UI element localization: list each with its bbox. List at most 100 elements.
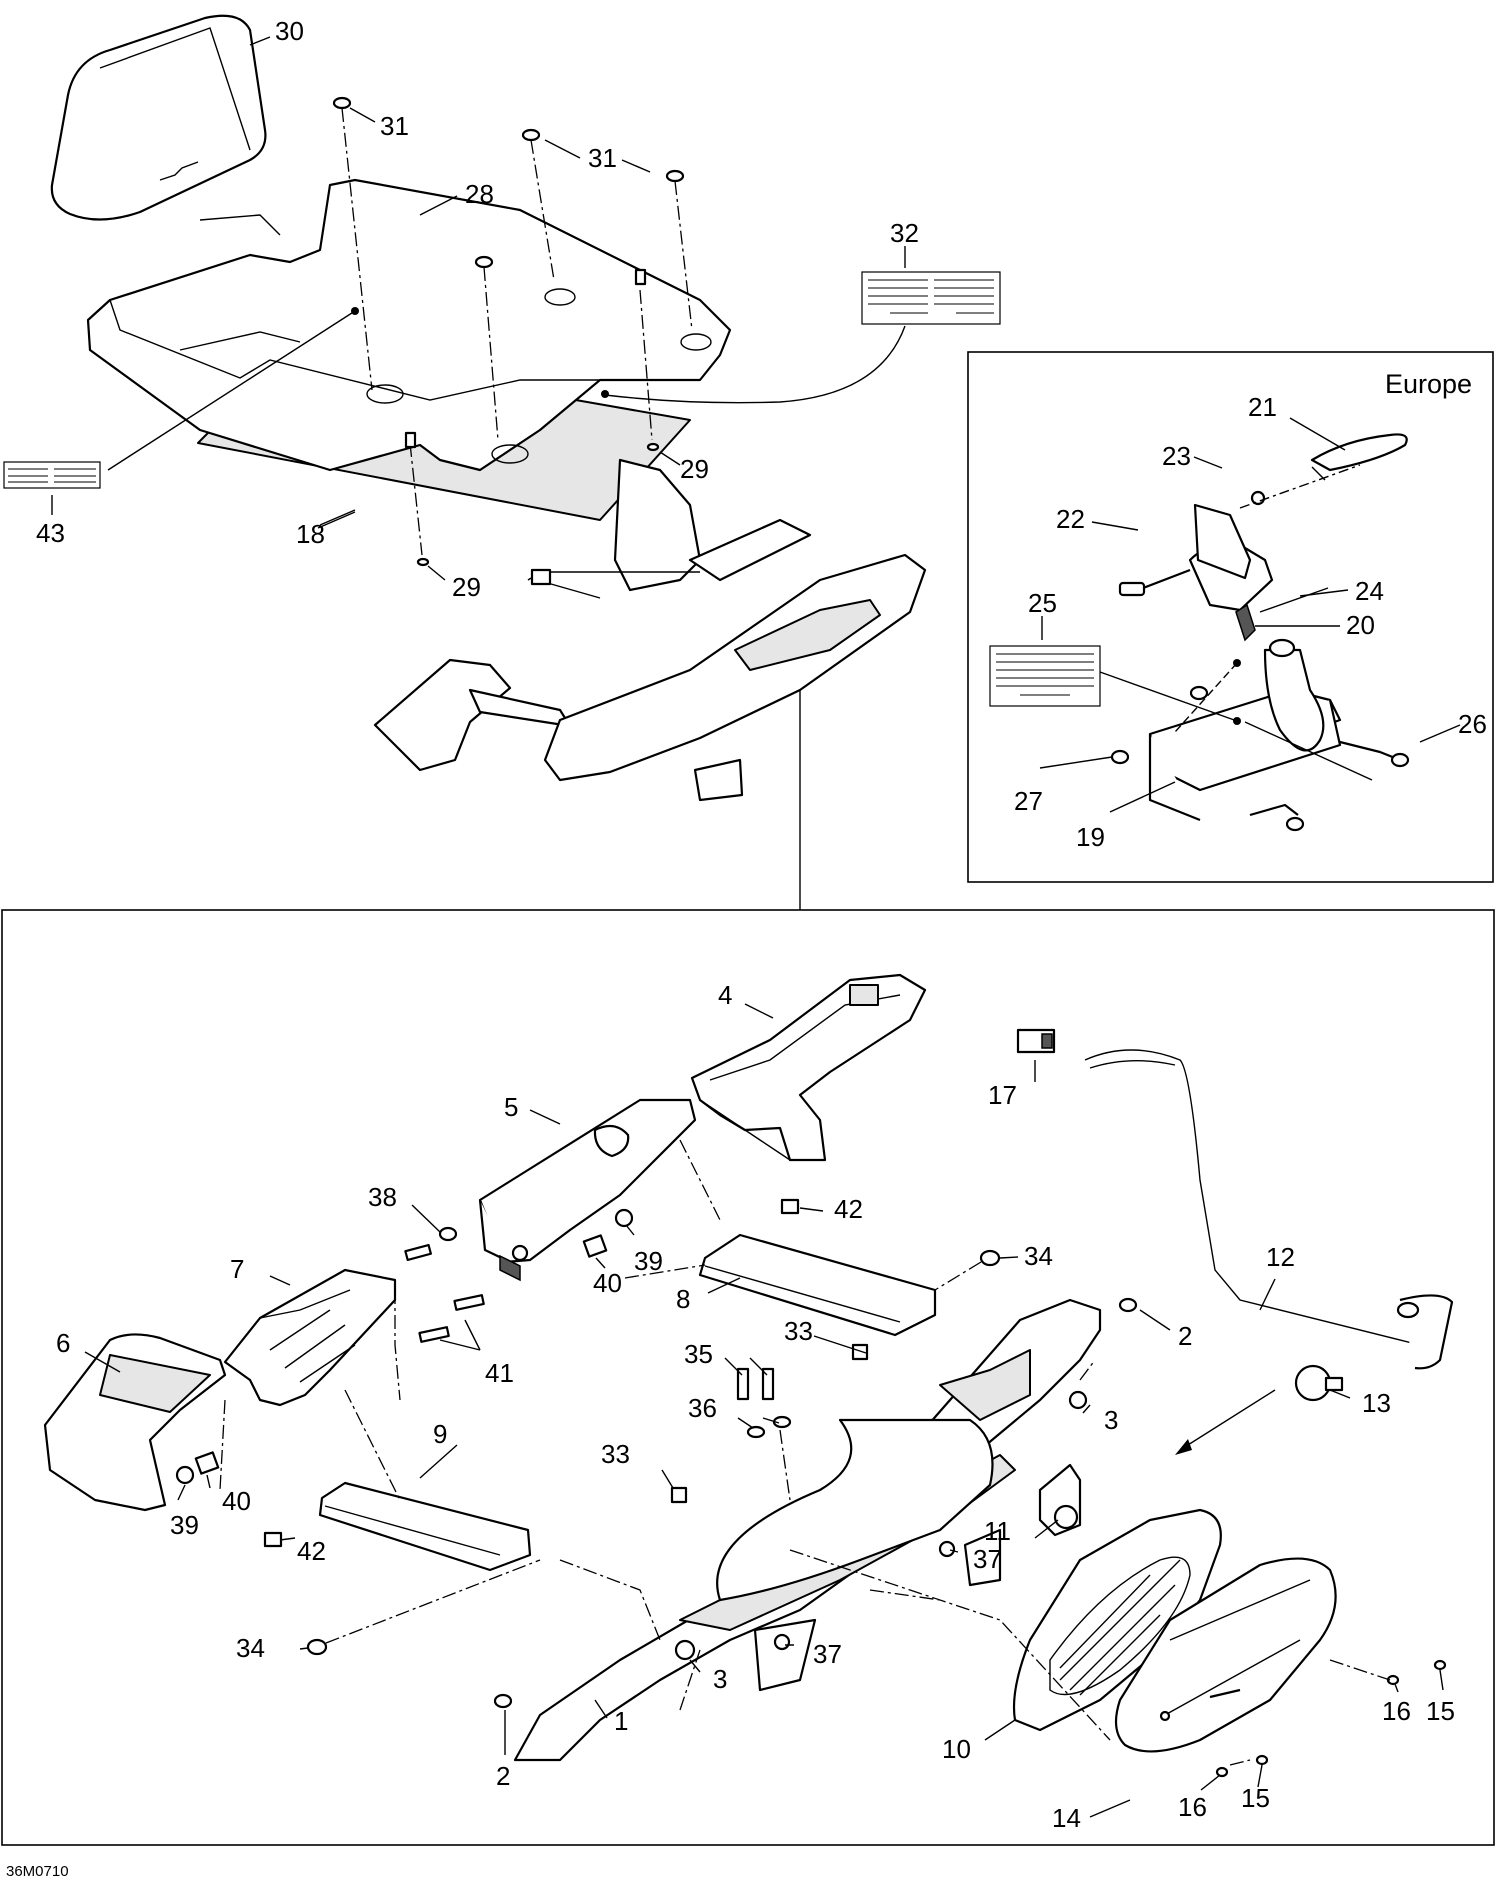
socket-bracket-11 [1038,1463,1082,1537]
callout-13: 13 [1362,1388,1391,1418]
leader-18 [319,509,356,526]
nut-37-b [773,1633,791,1651]
callout-23: 23 [1162,441,1191,471]
callout-31-a: 31 [380,111,409,141]
callout-40-b: 40 [222,1486,251,1516]
screw-2-b [493,1693,513,1709]
callout-35: 35 [684,1339,713,1369]
callout-38: 38 [368,1182,397,1212]
leader-dot-43 [351,307,359,315]
screw-38 [404,1226,458,1262]
bolts-35 [736,1367,775,1401]
callout-39-a: 39 [634,1246,663,1276]
screw-34-a [934,1249,1001,1291]
callout-19: 19 [1076,822,1105,852]
nut-39-a [614,1208,634,1228]
bulb-arrow [1179,1389,1276,1451]
nut-3-b [674,1639,696,1661]
taillight-lens-14 [1114,1557,1337,1753]
bumper-1 [513,1298,1102,1762]
nut-42-a [780,1198,800,1215]
callout-37-b: 37 [813,1639,842,1669]
taillight-housing-10 [1012,1508,1222,1732]
europe-title: Europe [1385,369,1472,399]
callout-2-b: 2 [496,1761,510,1791]
screw-2-a [1118,1297,1138,1313]
callout-16-b: 16 [1178,1792,1207,1822]
callout-30: 30 [275,16,304,46]
callout-3-a: 3 [1104,1405,1118,1435]
callout-22: 22 [1056,504,1085,534]
nut-39-b [175,1465,195,1485]
screw-15-b [1215,1754,1269,1778]
leader-32 [604,325,906,404]
nut-33-a [851,1343,869,1361]
callout-39-b: 39 [170,1510,199,1540]
callout-36: 36 [688,1393,717,1423]
callout-28: 28 [465,179,494,209]
rack-plate-part [86,178,732,521]
callout-31-b: 31 [588,143,617,173]
leader-43 [107,310,356,471]
callout-leaders [51,36,1461,1818]
callout-6: 6 [56,1328,70,1358]
callout-numbers: 30 31 31 28 32 29 29 18 43 Europe 21 23 … [36,16,1487,1833]
leader-dot-32 [601,390,609,398]
callout-25: 25 [1028,588,1057,618]
slide-rail-9 [318,1481,532,1572]
callout-33-a: 33 [784,1316,813,1346]
assembly-lines [219,1139,1391,1766]
callout-15-a: 15 [1426,1696,1455,1726]
callout-20: 20 [1346,610,1375,640]
callout-32: 32 [890,218,919,248]
callout-9: 9 [433,1419,447,1449]
screw-31-b [521,128,555,281]
bulb-arrowhead [1175,1439,1192,1455]
rear-rack-assembly [373,458,927,802]
headlight-housing-4 [690,973,927,1162]
callout-10: 10 [942,1734,971,1764]
warning-label-25 [989,645,1101,707]
callout-33-b: 33 [601,1439,630,1469]
spacer-40-a [582,1234,608,1258]
callout-2-a: 2 [1178,1321,1192,1351]
callout-18: 18 [296,519,325,549]
callout-5: 5 [504,1092,518,1122]
nut-37-a [938,1540,956,1558]
callout-43: 43 [36,518,65,548]
mount-bracket-7 [223,1268,397,1407]
connector-17 [1016,1028,1056,1054]
europe-hitch-assembly [1110,433,1410,832]
callout-40-a: 40 [593,1268,622,1298]
callout-8: 8 [676,1284,690,1314]
callout-21: 21 [1248,392,1277,422]
screw-29-a [639,289,660,452]
screw-31-d [474,255,499,441]
callout-3-b: 3 [713,1664,727,1694]
mount-bracket-5 [478,1098,697,1282]
bulb-13 [1294,1364,1344,1402]
nut-3-a [1068,1390,1088,1410]
callout-42-b: 42 [297,1536,326,1566]
callout-34-b: 34 [236,1633,265,1663]
callout-27: 27 [1014,786,1043,816]
callout-41: 41 [485,1358,514,1388]
screw-31-a [332,96,373,391]
nut-42-b [263,1531,283,1548]
screw-31-c [665,169,693,331]
drawing-code: 36M0710 [6,1863,69,1880]
washers-36 [746,1415,792,1439]
spacer-29-a [634,268,647,286]
spacer-40-b [194,1451,220,1475]
warning-label-32 [861,271,1001,325]
callout-26: 26 [1458,709,1487,739]
screw-29-b [409,442,430,567]
callout-29-b: 29 [452,572,481,602]
europe-frame [967,351,1494,883]
end-cap-6 [43,1333,227,1512]
callout-15-b: 15 [1241,1783,1270,1813]
callout-1: 1 [614,1706,628,1736]
callout-12: 12 [1266,1242,1295,1272]
callout-14: 14 [1052,1803,1081,1833]
